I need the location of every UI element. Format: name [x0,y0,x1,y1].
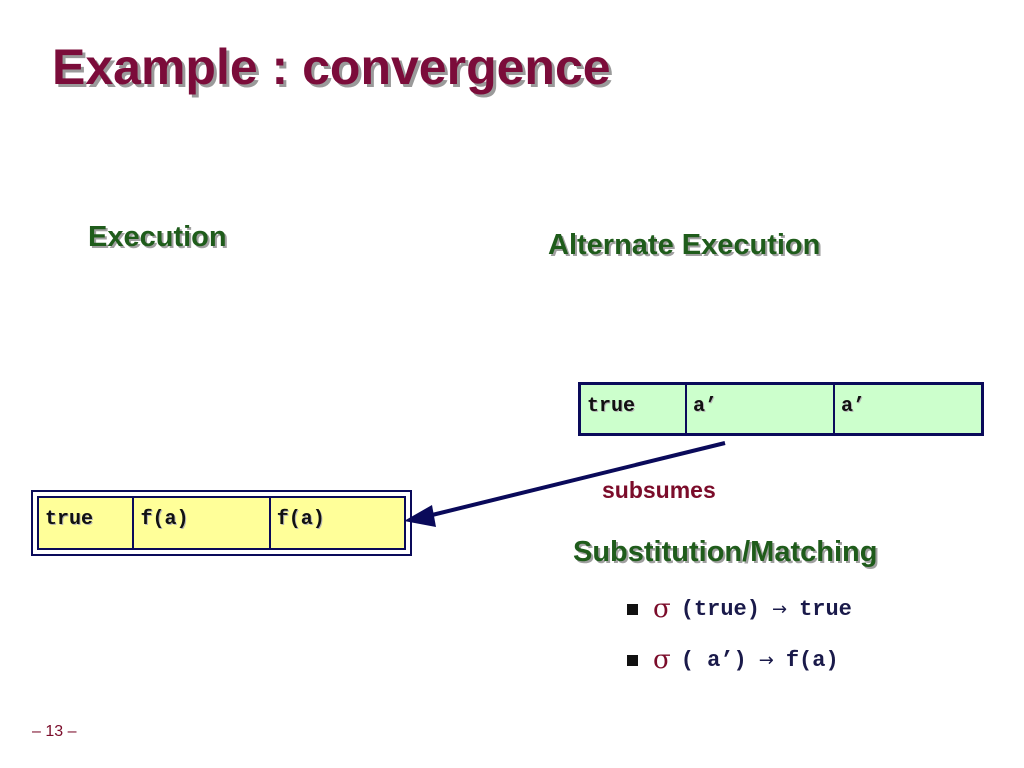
substitution-item: σ (true) → true [627,594,852,624]
sigma-symbol: σ [653,645,671,675]
substitution-heading: Substitution/Matching [573,536,878,568]
execution-heading: Execution [88,221,227,253]
alternate-cell-1: true [581,385,687,433]
square-bullet-icon [627,603,638,615]
subsumes-label: subsumes [602,477,716,503]
slide-title: Example : convergence [52,39,611,95]
sigma-symbol: σ [653,594,671,624]
substitution-rhs: true [799,596,852,622]
page-number: – 13 – [32,723,77,740]
substitution-lhs: (true) [680,596,760,622]
right-arrow-icon: → [771,598,788,620]
substitution-item: σ ( a’) → f(a) [627,645,839,675]
execution-cell-1: true [39,498,135,548]
square-bullet-icon [627,654,638,666]
alternate-execution-heading: Alternate Execution [548,229,821,261]
alternate-execution-table: true a’ a’ [578,382,984,436]
substitution-lhs: ( a’) [680,647,747,673]
execution-cell-2: f(a) [134,498,271,548]
alternate-cell-2: a’ [687,385,835,433]
alternate-cell-3: a’ [841,395,866,418]
execution-cell-3: f(a) [276,508,325,531]
substitution-rhs: f(a) [785,647,839,673]
right-arrow-icon: → [758,649,774,671]
execution-table: true f(a) f(a) [31,490,412,556]
